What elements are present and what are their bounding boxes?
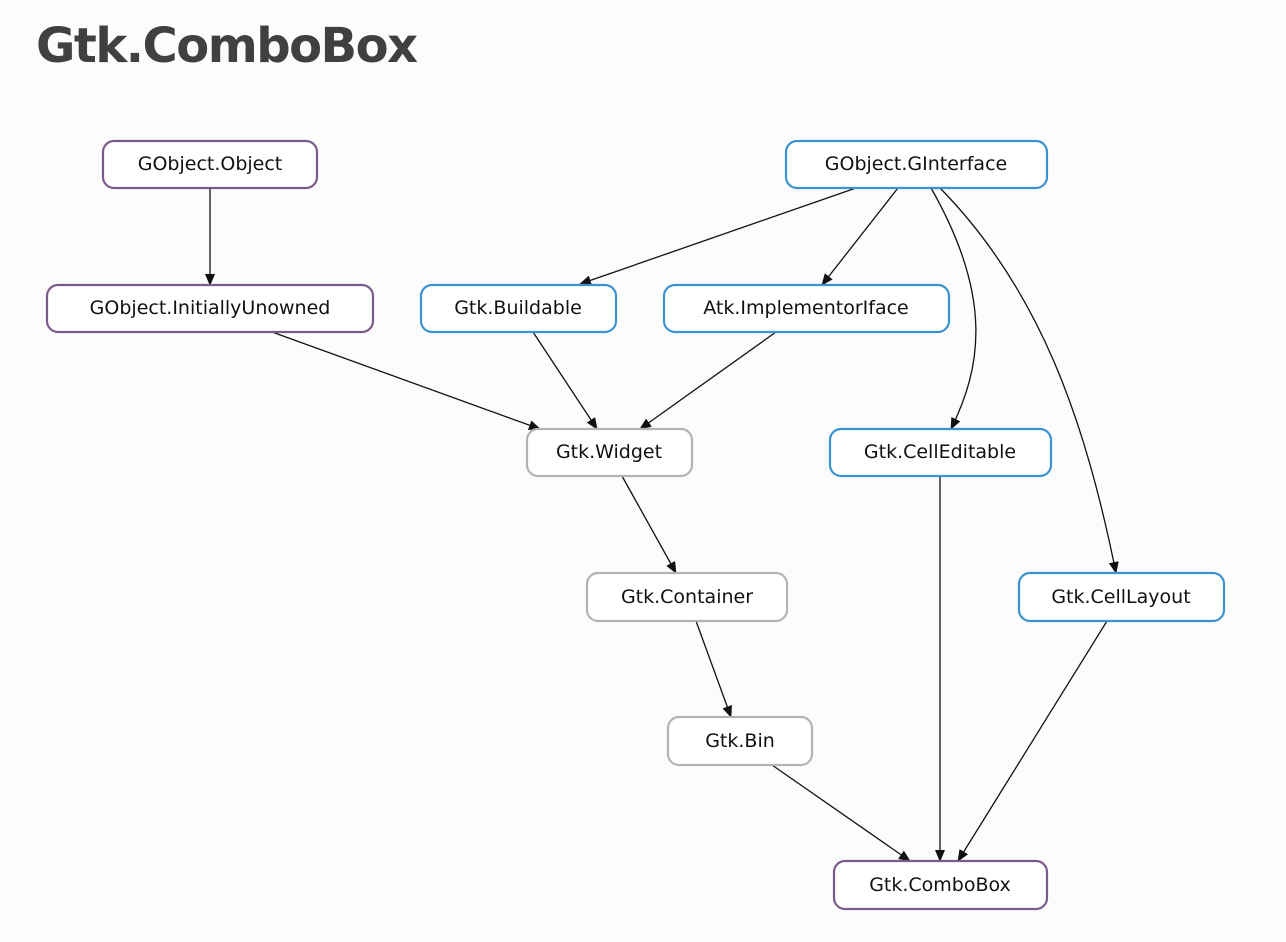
node-label: Gtk.Container	[621, 586, 753, 608]
edge-gobject-ginterface-to-gtk-celllayout	[939, 187, 1119, 574]
edge-gtk-widget-to-gtk-container	[621, 475, 677, 574]
node-box	[662, 283, 951, 334]
page-title: Gtk.ComboBox	[36, 18, 418, 74]
edge-gobject-initiallyunowned-to-gtk-widget	[271, 331, 541, 430]
node-label: Gtk.Bin	[705, 730, 775, 752]
node-label: Atk.ImplementorIface	[703, 297, 909, 319]
node-box	[585, 571, 789, 623]
node-label: GObject.GInterface	[825, 153, 1007, 175]
node-gtk-combobox[interactable]: Gtk.ComboBox	[832, 859, 1049, 911]
node-box	[419, 283, 618, 334]
edge-atk-implementoriface-to-gtk-widget	[639, 331, 777, 430]
node-box	[101, 139, 319, 190]
edge-gtk-bin-to-gtk-combobox	[771, 764, 911, 862]
node-gtk-buildable[interactable]: Gtk.Buildable	[419, 283, 618, 334]
node-gtk-celleditable[interactable]: Gtk.CellEditable	[828, 427, 1053, 478]
edge-gtk-container-to-gtk-bin	[695, 620, 732, 718]
node-gtk-celllayout[interactable]: Gtk.CellLayout	[1017, 571, 1226, 623]
node-label: Gtk.Widget	[556, 441, 662, 463]
node-label: GObject.InitiallyUnowned	[90, 297, 331, 319]
edge-gobject-ginterface-to-gtk-buildable	[579, 187, 857, 286]
edge-gtk-celllayout-to-gtk-combobox	[957, 620, 1108, 862]
edge-gobject-ginterface-to-gtk-celleditable	[930, 187, 977, 430]
node-gobject-object[interactable]: GObject.Object	[101, 139, 319, 190]
node-box	[784, 139, 1049, 190]
edge-gtk-buildable-to-gtk-widget	[532, 331, 598, 430]
node-box	[832, 859, 1049, 911]
node-label: Gtk.CellEditable	[864, 441, 1016, 463]
node-box	[1017, 571, 1226, 623]
node-gobject-ginterface[interactable]: GObject.GInterface	[784, 139, 1049, 190]
node-layer: GObject.Object GObject.InitiallyUnowned …	[45, 139, 1226, 911]
node-label: GObject.Object	[138, 153, 283, 175]
node-label: Gtk.CellLayout	[1051, 586, 1190, 608]
node-gobject-initiallyunowned[interactable]: GObject.InitiallyUnowned	[45, 283, 375, 334]
node-box	[525, 427, 694, 478]
node-label: Gtk.ComboBox	[869, 874, 1011, 896]
node-box	[45, 283, 375, 334]
node-box	[666, 715, 814, 767]
node-gtk-bin[interactable]: Gtk.Bin	[666, 715, 814, 767]
node-gtk-widget[interactable]: Gtk.Widget	[525, 427, 694, 478]
edge-layer	[205, 187, 1119, 862]
node-box	[828, 427, 1053, 478]
node-gtk-container[interactable]: Gtk.Container	[585, 571, 789, 623]
node-label: Gtk.Buildable	[454, 297, 582, 319]
node-atk-implementoriface[interactable]: Atk.ImplementorIface	[662, 283, 951, 334]
edge-gobject-ginterface-to-atk-implementoriface	[821, 187, 899, 286]
